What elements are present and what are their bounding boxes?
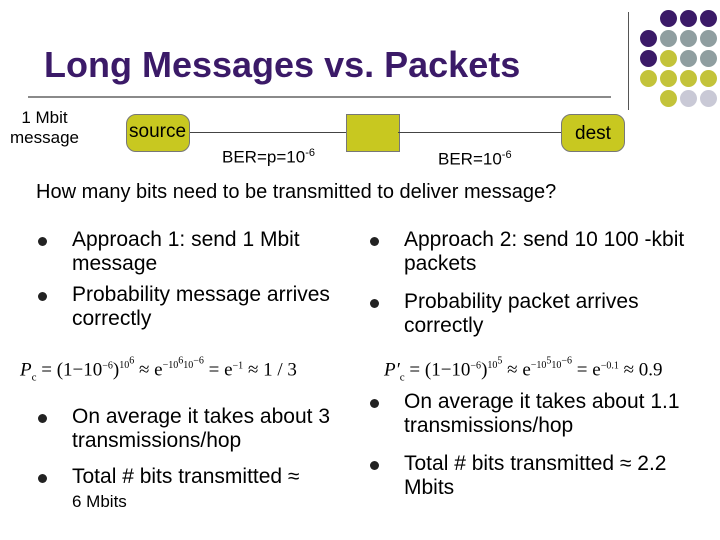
decor-dot: [640, 90, 657, 107]
decor-dot: [660, 30, 677, 47]
decor-dot: [680, 50, 697, 67]
formula-approx1: ≈ e: [134, 359, 163, 381]
right-bullet-total-text: Total # bits transmitted ≈ 2.2 Mbits: [404, 452, 667, 499]
decor-dot: [700, 70, 717, 87]
formula-e-exp-sup1: 6: [178, 356, 184, 367]
right-formula: P′c = (1−10−6)105 ≈ e−10510−6 = e−0.1 ≈ …: [384, 356, 663, 383]
formula-e-exp-mid: 10: [551, 360, 562, 372]
formula-close1: ): [112, 359, 120, 381]
message-label: 1 Mbit message: [10, 108, 79, 148]
formula-e-exp-sup2: −6: [193, 356, 204, 367]
dest-node: dest: [561, 114, 625, 152]
right-bullet-total: Total # bits transmitted ≈ 2.2 Mbits: [370, 452, 694, 500]
ber-right-exponent: -6: [501, 149, 512, 161]
decor-dot: [680, 30, 697, 47]
bullet-dot: [38, 237, 47, 246]
link-switch-dest: [398, 132, 561, 133]
left-bullet-average: On average it takes about 3 transmission…: [38, 405, 357, 453]
formula-lhs-sub: c: [399, 371, 405, 384]
decor-dot: [660, 70, 677, 87]
title-underline: [28, 96, 611, 98]
formula-exp1: −6: [470, 360, 482, 372]
left-bullet-approach-text: Approach 1: send 1 Mbit message: [72, 228, 300, 275]
bullet-dot: [370, 299, 379, 308]
left-bullet-average-text: On average it takes about 3 transmission…: [72, 405, 330, 452]
decor-dot: [640, 70, 657, 87]
decor-dot: [660, 50, 677, 67]
decor-dot: [700, 30, 717, 47]
decor-dot: [640, 50, 657, 67]
left-bullet-total-text: Total # bits transmitted ≈: [72, 465, 300, 488]
decor-dot: [680, 90, 697, 107]
formula-lhs: P: [20, 359, 32, 381]
right-bullet-approach: Approach 2: send 10 100 -kbit packets: [370, 228, 694, 276]
ber-label-left: BER=p=10-6: [222, 147, 315, 168]
left-bullet-total-value: 6 Mbits: [72, 492, 127, 511]
left-bullet-probability: Probability message arrives correctly: [38, 283, 352, 331]
right-bullet-average: On average it takes about 1.1 transmissi…: [370, 390, 694, 438]
decor-dot: [640, 10, 657, 27]
message-label-line2: message: [10, 128, 79, 147]
ber-right-text: BER=10: [438, 149, 502, 169]
decor-dot: [680, 70, 697, 87]
decor-dot: [640, 30, 657, 47]
bullet-dot: [38, 414, 47, 423]
formula-e-final-exp: −0.1: [600, 360, 619, 372]
formula-e-exp: −10: [162, 360, 179, 372]
formula-e-final-exp: −1: [232, 360, 244, 372]
formula-lhs-sub: c: [31, 371, 37, 384]
left-bullet-total: Total # bits transmitted ≈ 6 Mbits: [38, 465, 357, 514]
ber-label-right: BER=10-6: [438, 149, 512, 170]
right-bullet-approach-text: Approach 2: send 10 100 -kbit packets: [404, 228, 685, 275]
decor-dot: [680, 10, 697, 27]
formula-eq2: = e: [572, 359, 601, 381]
decor-dot: [660, 10, 677, 27]
left-bullet-approach: Approach 1: send 1 Mbit message: [38, 228, 352, 276]
message-label-line1: 1 Mbit: [21, 108, 68, 127]
formula-exp1: −6: [102, 360, 113, 372]
decor-dot: [660, 90, 677, 107]
formula-eq2: = e: [203, 359, 233, 381]
corner-divider: [628, 12, 629, 110]
ber-left-text: BER=p=10: [222, 147, 306, 167]
formula-final: ≈ 0.9: [618, 359, 663, 381]
left-bullet-probability-text: Probability message arrives correctly: [72, 283, 330, 330]
formula-approx1: ≈ e: [502, 359, 531, 381]
bullet-dot: [370, 399, 379, 408]
slide-title: Long Messages vs. Packets: [44, 44, 521, 85]
link-source-switch: [190, 132, 346, 133]
ber-left-exponent: -6: [305, 147, 315, 159]
formula-outer-exp: 10: [119, 360, 130, 372]
formula-eq1: = (1−10: [36, 359, 103, 381]
right-bullet-probability: Probability packet arrives correctly: [370, 290, 694, 338]
decor-dot: [700, 50, 717, 67]
formula-final: ≈ 1 / 3: [243, 359, 297, 381]
formula-e-exp-sup2: −6: [561, 356, 573, 367]
source-node: source: [126, 114, 190, 152]
right-bullet-probability-text: Probability packet arrives correctly: [404, 290, 639, 337]
bullet-dot: [38, 292, 47, 301]
formula-e-exp-sup1: 5: [546, 356, 552, 367]
right-bullet-average-text: On average it takes about 1.1 transmissi…: [404, 390, 680, 437]
question-text: How many bits need to be transmitted to …: [36, 181, 557, 203]
formula-outer-exp: 10: [487, 360, 498, 372]
formula-lhs: P′: [384, 359, 400, 381]
formula-close1: ): [481, 359, 488, 381]
formula-e-exp: −10: [530, 360, 547, 372]
bullet-dot: [370, 237, 379, 246]
decor-dot: [700, 90, 717, 107]
formula-e-exp-mid: 10: [183, 360, 194, 372]
corner-dot-decoration: [640, 10, 717, 107]
bullet-dot: [370, 461, 379, 470]
decor-dot: [700, 10, 717, 27]
left-formula: Pc = (1−10−6)106 ≈ e−10610−6 = e−1 ≈ 1 /…: [20, 356, 297, 383]
formula-eq1: = (1−10: [404, 359, 471, 381]
formula-outer-exp-sup: 6: [129, 356, 135, 367]
formula-outer-exp-sup: 5: [497, 356, 503, 367]
switch-node: [346, 114, 400, 152]
bullet-dot: [38, 474, 47, 483]
